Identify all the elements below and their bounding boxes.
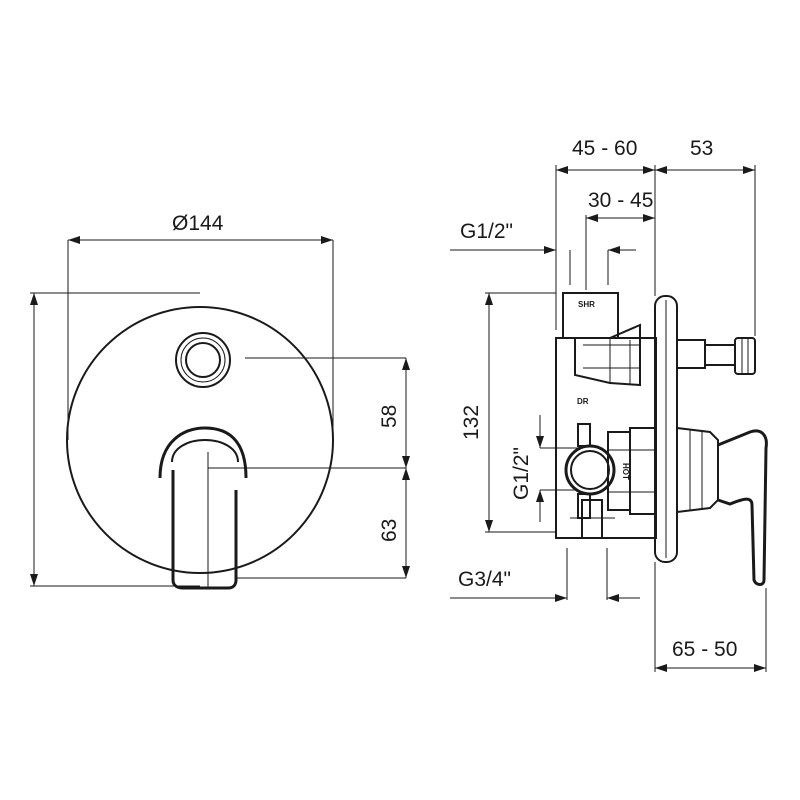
lever-handle-front (158, 426, 248, 590)
top-inlet-label: G1/2" (460, 220, 513, 243)
depth-range-top-label: 45 - 60 (572, 137, 637, 160)
height-lower-label: 63 (378, 519, 401, 542)
lever-handle-side (717, 429, 768, 586)
diverter-knob (175, 332, 231, 388)
height-upper-label: 58 (378, 405, 401, 428)
handle-offset-label: 53 (690, 137, 713, 160)
label-dr: DR (577, 397, 589, 406)
diameter-label: Ø144 (172, 212, 224, 235)
bottom-outlet-label: G3/4" (458, 568, 511, 591)
side-inlet-port (564, 444, 616, 496)
bottom-outlet (581, 499, 603, 539)
side-inlet-label: G1/2" (510, 447, 533, 500)
handle-projection-label: 65 - 50 (672, 638, 737, 661)
depth-range-inner-label: 30 - 45 (588, 189, 653, 212)
label-shr: SHR (578, 300, 595, 309)
front-view: Ø144 58 63 (30, 212, 410, 590)
label-hot: HOT (621, 463, 630, 480)
total-height-label: 132 (460, 405, 483, 440)
side-view: SHR DR HOT (450, 137, 768, 672)
